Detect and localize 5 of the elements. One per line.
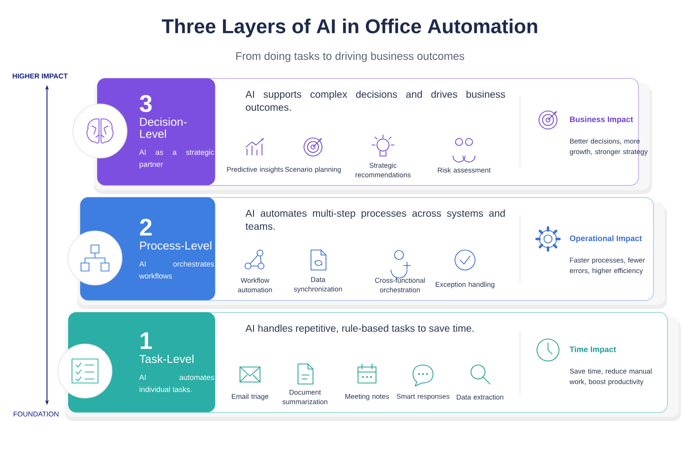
impact-heading: Business Impact	[570, 116, 634, 124]
subtitle: From doing tasks to driving business outcomes	[236, 52, 464, 62]
impact-heading: Operational Impact	[570, 235, 642, 243]
title: Three Layers of AI in Office Automation	[162, 18, 538, 38]
impact-heading: Time Impact	[570, 346, 616, 354]
